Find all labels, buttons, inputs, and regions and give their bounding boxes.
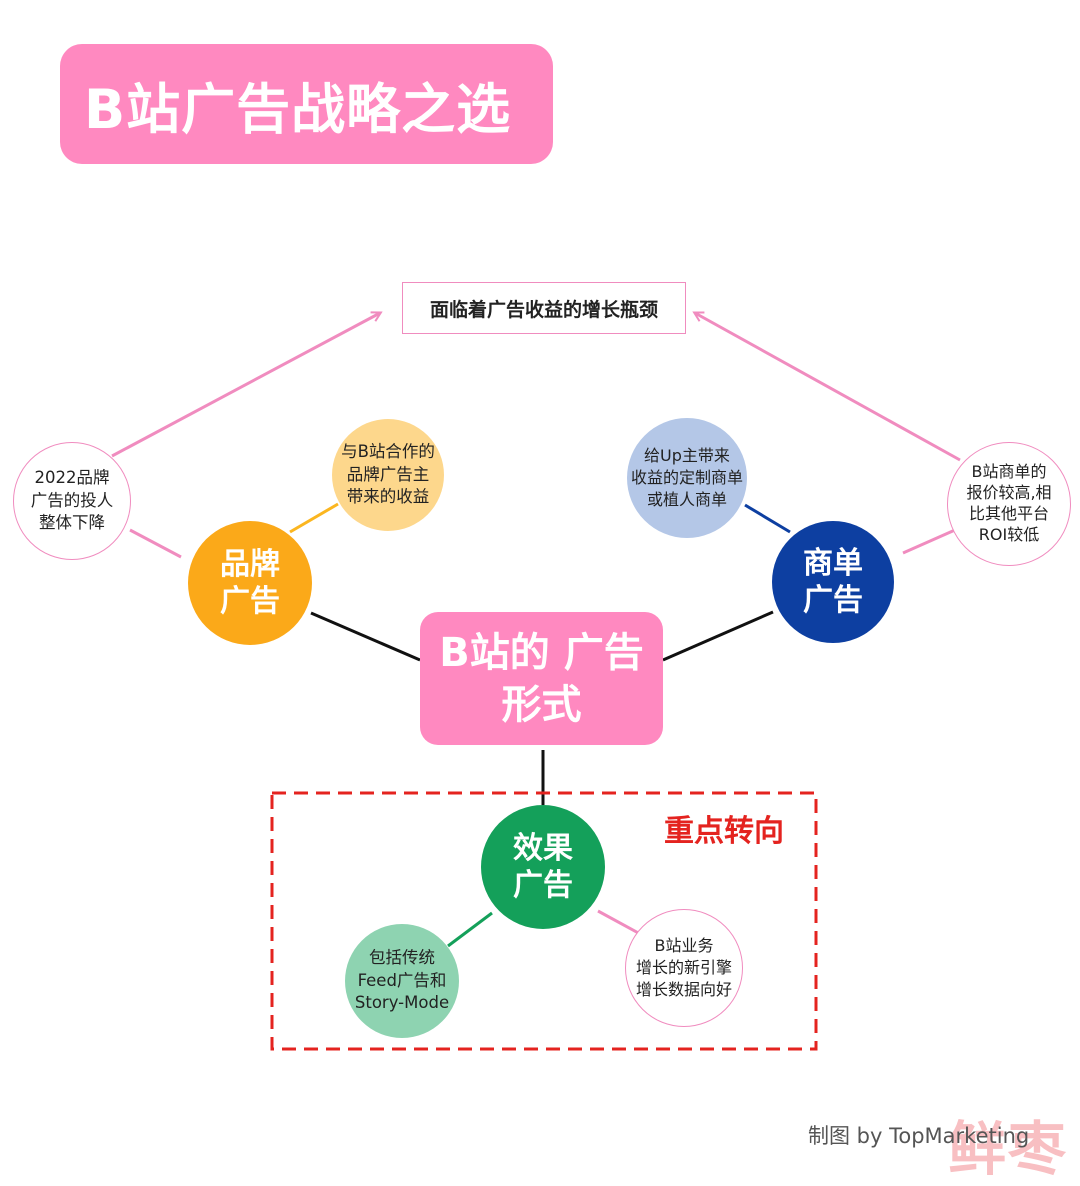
bottleneck-label: 面临着广告收益的增长瓶颈 — [429, 298, 658, 321]
effect-sub-line: 包括传统 — [369, 947, 435, 967]
connector-brand-center — [310, 611, 421, 662]
merchant-note-line: 报价较高,相 — [966, 483, 1052, 503]
center-label-line1: B站的 — [439, 629, 550, 676]
connector-effect-note — [597, 909, 643, 937]
page-title: B站广告战略之选 — [84, 77, 512, 141]
arrow-right-to-bottleneck — [695, 313, 961, 462]
merchant-sub-line: 收益的定制商单 — [630, 467, 743, 487]
effect-ad-label-line2: 广告 — [513, 868, 573, 903]
connector-merchant-note — [902, 528, 956, 555]
brand-note-line: 2022品牌 — [34, 467, 110, 487]
center-node: B站的 广告形式 — [420, 612, 663, 745]
center-label-line2: 广告形式 — [501, 629, 644, 728]
brand-note-line: 广告的投人 — [30, 490, 114, 510]
effect-note-circle: B站业务 增长的新引擎 增长数据向好 — [625, 909, 743, 1027]
brand-sub-line: 品牌广告主 — [346, 464, 430, 484]
merchant-ad-label-line1: 商单 — [803, 545, 863, 581]
merchant-sub-line: 或植人商单 — [646, 490, 727, 510]
focus-region-dashed-frame — [270, 791, 818, 1051]
merchant-note-line: B站商单的 — [971, 462, 1047, 482]
merchant-ad-node: 商单 广告 — [772, 521, 894, 643]
brand-sub-line: 带来的收益 — [346, 487, 430, 507]
brand-note-circle: 2022品牌 广告的投人 整体下降 — [13, 442, 131, 560]
title-box: B站广告战略之选 — [60, 44, 553, 164]
effect-ad-label-line1: 效果 — [513, 830, 573, 866]
effect-note-line: 增长数据向好 — [635, 980, 732, 1000]
merchant-sub-circle: 给Up主带来 收益的定制商单 或植人商单 — [627, 418, 747, 538]
merchant-ad-label-line2: 广告 — [803, 583, 863, 618]
merchant-note-circle: B站商单的 报价较高,相 比其他平台 ROI较低 — [947, 442, 1071, 566]
brand-sub-circle: 与B站合作的 品牌广告主 带来的收益 — [332, 419, 444, 531]
bottleneck-box: 面临着广告收益的增长瓶颈 — [402, 282, 686, 334]
merchant-note-line: ROI较低 — [978, 524, 1040, 544]
merchant-sub-line: 给Up主带来 — [644, 445, 730, 465]
brand-note-line: 整体下降 — [39, 513, 105, 533]
connector-brand-sub — [289, 502, 339, 534]
brand-sub-line: 与B站合作的 — [341, 441, 435, 461]
merchant-note-line: 比其他平台 — [968, 504, 1049, 523]
effect-note-line: B站业务 — [654, 935, 714, 955]
brand-ad-label-line1: 品牌 — [220, 546, 280, 582]
credit-text: 制图 by TopMarketing — [808, 1124, 1030, 1148]
connector-merchant-center — [662, 610, 774, 662]
arrow-left-to-bottleneck — [111, 313, 380, 458]
focus-label: 重点转向 — [664, 814, 784, 849]
brand-ad-label-line2: 广告 — [220, 584, 280, 619]
effect-ad-node: 效果 广告 — [481, 805, 605, 929]
effect-note-line: 增长的新引擎 — [635, 957, 732, 977]
effect-sub-line: Feed广告和 — [357, 970, 447, 990]
connector-merchant-sub — [744, 503, 791, 534]
connector-effect-sub — [447, 911, 493, 948]
effect-sub-line: Story-Mode — [354, 993, 450, 1013]
brand-ad-node: 品牌 广告 — [188, 521, 312, 645]
effect-sub-circle: 包括传统 Feed广告和 Story-Mode — [345, 924, 459, 1038]
connector-brand-note — [129, 528, 182, 559]
